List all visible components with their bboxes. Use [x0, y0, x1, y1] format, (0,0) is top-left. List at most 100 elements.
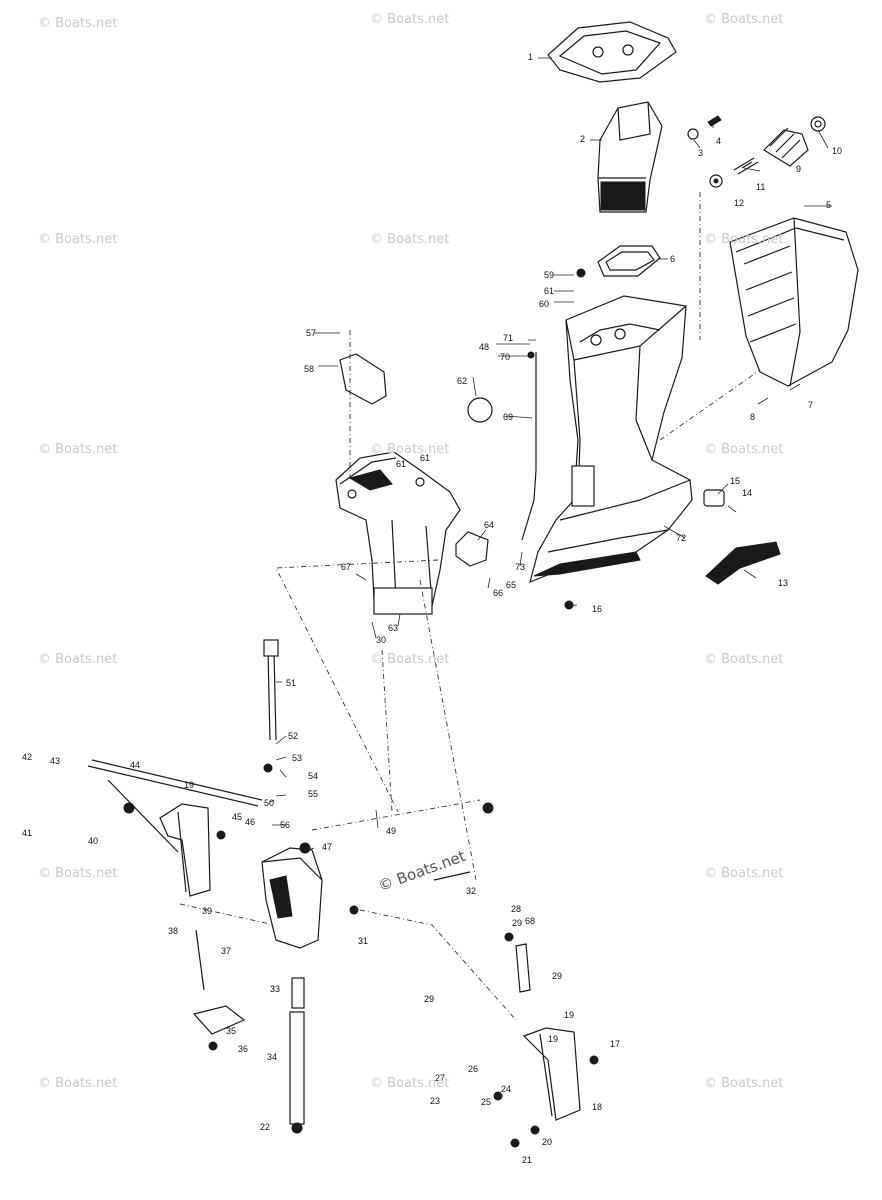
tilt-tube-part	[87, 759, 263, 807]
part-callout: 30	[376, 635, 387, 645]
part-callout: 19	[548, 1034, 559, 1044]
shaft-cap-part	[263, 639, 279, 657]
part-callout: 49	[386, 826, 397, 836]
part-callout: 35	[226, 1026, 237, 1036]
part-callout: 16	[592, 604, 603, 614]
part-callout: 27	[435, 1073, 446, 1083]
part-callout: 58	[304, 364, 315, 374]
part-callout: 37	[221, 946, 232, 956]
part-callout: 54	[308, 771, 319, 781]
part-callout: 9	[796, 164, 802, 174]
watermark: © Boats.net	[704, 442, 784, 457]
part-callout: 40	[88, 836, 99, 846]
part-callout: 41	[22, 828, 33, 838]
bolt-33-part	[433, 871, 471, 881]
mount-part	[703, 489, 725, 507]
part-callout: 63	[388, 623, 399, 633]
clamp-37-part	[192, 1005, 246, 1035]
gasket-part	[547, 21, 677, 83]
drive-shaft-housing-part	[529, 295, 693, 584]
small-hardware-parts	[123, 268, 599, 1148]
watermark: © Boats.net	[370, 652, 450, 667]
watermark: © Boats.net	[370, 442, 450, 457]
part-callout: 18	[592, 1102, 603, 1112]
shift-seal-parts	[687, 115, 826, 188]
watermark: © Boats.net	[704, 652, 784, 667]
part-callout: 24	[501, 1084, 512, 1094]
watermark: © Boats.net	[370, 232, 450, 247]
leader-lines	[269, 57, 832, 851]
part-callout: 23	[430, 1096, 441, 1106]
part-callout: 21	[522, 1155, 533, 1165]
stern-bracket-right-part	[522, 1027, 581, 1121]
part-callout: 44	[130, 760, 141, 770]
part-callout: 50	[264, 798, 275, 808]
part-callout: 29	[424, 994, 435, 1004]
part-callout: 31	[358, 936, 369, 946]
part-callout: 29	[552, 971, 563, 981]
part-callout: 61	[396, 459, 407, 469]
part-callout: 52	[288, 731, 299, 741]
part-callout: 4	[716, 136, 722, 146]
part-callout: 56	[280, 820, 291, 830]
watermark: © Boats.net	[38, 652, 118, 667]
part-callout: 32	[466, 886, 477, 896]
part-callout: 5	[826, 200, 832, 210]
part-callout: 60	[539, 299, 550, 309]
part-callout: 42	[22, 752, 33, 762]
part-callout: 55	[308, 789, 319, 799]
watermark: © Boats.net	[704, 1076, 784, 1091]
lower-cowl-part	[729, 217, 859, 387]
part-callout: 19	[564, 1010, 575, 1020]
watermark: © Boats.net	[704, 866, 784, 881]
part-callout: 2	[580, 134, 586, 144]
stern-bracket-left-part	[159, 803, 211, 897]
part-callout: 10	[832, 146, 843, 156]
part-callout: 14	[742, 488, 753, 498]
steering-shaft-part	[267, 651, 277, 741]
gasket-small-part	[597, 245, 661, 277]
part-callout: 59	[544, 270, 555, 280]
watermark: © Boats.net	[38, 1076, 118, 1091]
watermark: © Boats.net	[38, 232, 118, 247]
assembly-lines	[179, 192, 761, 1021]
watermark: © Boats.net	[38, 866, 118, 881]
rubber-mount-part	[467, 397, 493, 423]
watermark: © Boats.net	[38, 442, 118, 457]
part-callout: 68	[525, 916, 536, 926]
part-callout: 1	[528, 52, 534, 62]
part-callout: 6	[670, 254, 676, 264]
part-callout: 72	[676, 533, 687, 543]
watermark: © Boats.net	[370, 1076, 450, 1091]
part-callout: 71	[503, 333, 514, 343]
watermark: © Boats.net	[38, 16, 118, 31]
part-callout: 29	[512, 918, 523, 928]
tilt-rod-part	[107, 779, 179, 853]
part-callout: 19	[184, 780, 195, 790]
part-callout: 43	[50, 756, 61, 766]
part-callout: 61	[420, 453, 431, 463]
part-callout: 34	[267, 1052, 278, 1062]
part-callout: 69	[503, 412, 514, 422]
part-callout: 57	[306, 328, 317, 338]
watermark: © Boats.net	[704, 12, 784, 27]
swivel-bracket-part	[261, 847, 323, 1125]
part-callout: 25	[481, 1097, 492, 1107]
part-callout: 65	[506, 580, 517, 590]
watermark: © Boats.net	[704, 232, 784, 247]
part-callout: 39	[202, 906, 213, 916]
seal-ring-part	[705, 541, 781, 585]
part-callout: 12	[734, 198, 745, 208]
bracket-30-part	[515, 943, 531, 993]
part-callout: 73	[515, 562, 526, 572]
part-callout: 36	[238, 1044, 249, 1054]
part-callout: 3	[698, 148, 704, 158]
part-callout: 70	[500, 352, 511, 362]
part-callout: 45	[232, 812, 243, 822]
part-callout: 62	[457, 376, 468, 386]
part-callout: 26	[468, 1064, 479, 1074]
part-callout: 33	[270, 984, 281, 994]
part-callout: 66	[493, 588, 504, 598]
part-callout: 11	[756, 182, 766, 192]
